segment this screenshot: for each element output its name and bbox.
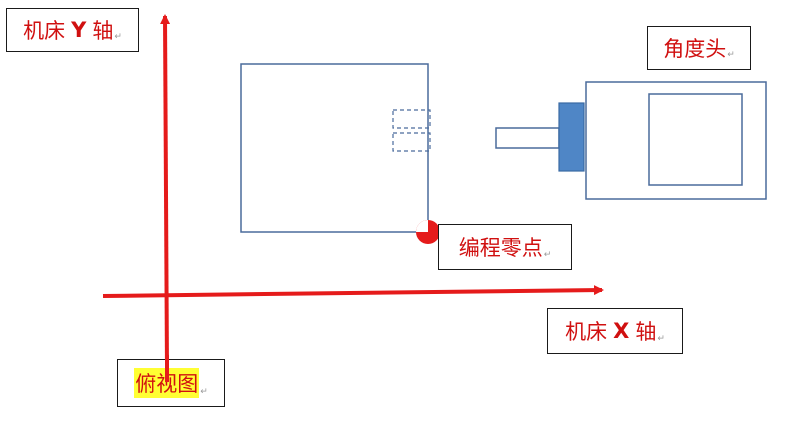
dashed-feature-upper [392,109,431,129]
paragraph-mark: ↵ [657,334,665,344]
program-zero-text: 编程零点 [458,236,543,260]
y-label-prefix: 机床 [23,19,66,43]
machine-x-axis-arrow [102,285,604,298]
x-label-prefix: 机床 [565,320,608,344]
tool-shaft [495,127,560,149]
paragraph-mark: ↵ [114,32,122,42]
machine-y-axis-label: 机床 Y 轴 ↵ [6,8,139,52]
angle-head-inner-square [648,93,743,186]
angle-head-text: 角度头 [663,37,727,61]
top-view-label: 俯视图 ↵ [117,359,225,407]
spindle-block [558,102,585,172]
angle-head-label: 角度头 ↵ [647,26,751,70]
machine-y-axis-arrow [160,14,171,373]
top-view-text: 俯视图 [134,368,200,398]
paragraph-mark: ↵ [200,387,208,397]
dashed-feature-lower [392,132,431,152]
x-label-suffix: 轴 [635,320,657,344]
paragraph-mark: ↵ [727,50,735,60]
x-letter: X [613,319,630,343]
paragraph-mark: ↵ [543,250,552,260]
program-zero-marker [416,220,440,244]
program-zero-label: 编程零点 ↵ [438,224,572,270]
workpiece-rectangle [240,63,429,233]
y-label-suffix: 轴 [92,19,114,43]
machine-x-axis-label: 机床 X 轴 ↵ [547,308,683,354]
y-letter: Y [71,18,87,42]
